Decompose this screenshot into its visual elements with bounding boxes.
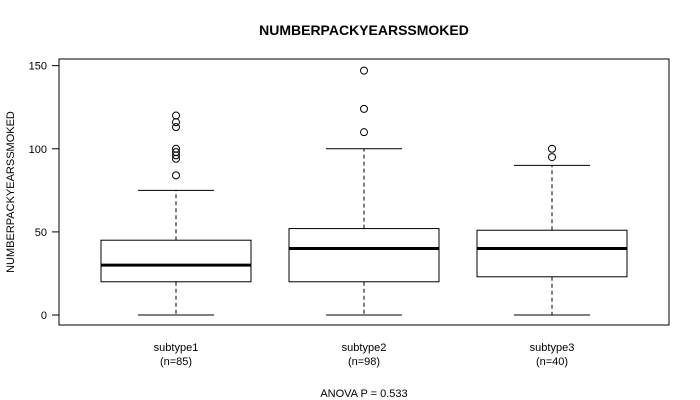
x-tick-label: subtype3: [530, 342, 575, 354]
chart-title: NUMBERPACKYEARSSMOKED: [259, 22, 469, 38]
y-tick-label: 150: [29, 61, 47, 73]
outlier-point: [360, 66, 368, 75]
outlier-point: [172, 123, 180, 132]
x-tick-count: (n=85): [160, 356, 192, 368]
x-tick-count: (n=98): [348, 356, 380, 368]
outlier-point: [172, 144, 180, 153]
box-subtype1: [100, 111, 252, 316]
y-tick-label: 0: [41, 310, 47, 322]
boxes: [100, 66, 628, 316]
outlier-point: [172, 148, 180, 157]
y-tick-label: 100: [29, 144, 47, 156]
x-axis-labels: subtype1 (n=85) subtype2 (n=98) subtype3 (n=4…: [154, 342, 575, 368]
outlier-point: [360, 128, 368, 137]
iqr-box: [100, 239, 252, 283]
y-axis-label: NUMBERPACKYEARSSMOKED: [5, 111, 17, 273]
x-axis-label: ANOVA P = 0.533: [320, 388, 407, 400]
x-tick-count: (n=40): [536, 356, 568, 368]
outlier-point: [360, 104, 368, 113]
y-tick-label: 50: [35, 227, 47, 239]
y-axis: 0 50 100 150: [29, 61, 60, 322]
iqr-box: [288, 228, 440, 283]
outlier-point: [172, 118, 180, 127]
box-subtype3: [476, 144, 628, 316]
outlier-point: [172, 171, 180, 180]
x-tick-label: subtype2: [342, 342, 387, 354]
outlier-point: [172, 111, 180, 120]
outlier-point: [548, 144, 556, 153]
iqr-box: [476, 229, 628, 278]
x-tick-label: subtype1: [154, 342, 199, 354]
box-subtype2: [288, 66, 440, 316]
outlier-point: [548, 153, 556, 162]
